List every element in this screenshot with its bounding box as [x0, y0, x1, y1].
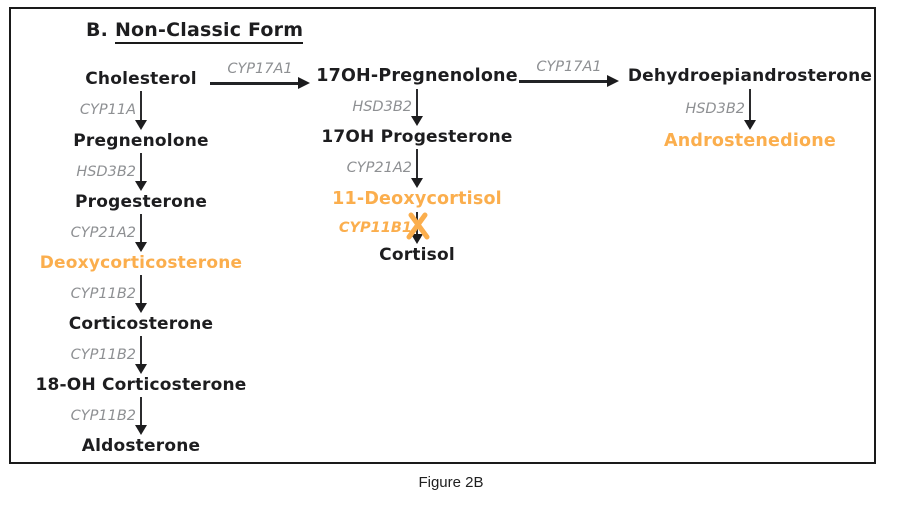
arrow-down-head	[135, 303, 147, 313]
arrow-down-head	[135, 120, 147, 130]
cross-arrow-cyp17a1-1: CYP17A1	[210, 60, 310, 95]
enzyme-label: CYP17A1	[536, 59, 602, 75]
enzyme-label: HSD3B2	[352, 99, 412, 115]
left-pathway-column: Cholesterol CYP11A Pregnenolone HSD3B2 P…	[0, 68, 291, 457]
diagram-border-box	[9, 7, 876, 464]
arrow-down-line	[416, 149, 418, 179]
node-17oh-progesterone: 17OH Progesterone	[321, 127, 513, 147]
arrow-right	[210, 76, 310, 95]
right-pathway-column: Dehydroepiandrosterone HSD3B2 Androstene…	[600, 65, 900, 153]
arrow-down-line	[140, 336, 142, 365]
enzyme-label: CYP11B2	[70, 346, 136, 363]
arrow-down-head	[135, 364, 147, 374]
panel-title: B. Non-Classic Form	[86, 19, 304, 44]
arrow-down-line	[140, 397, 142, 426]
step-cyp11b2-2: CYP11B2	[0, 335, 291, 374]
arrow-down-head	[135, 181, 147, 191]
blocked-cross-icon	[406, 212, 430, 240]
enzyme-label: CYP11A	[79, 102, 136, 118]
panel-title-text: Non-Classic Form	[114, 19, 304, 44]
enzyme-label: CYP11B2	[70, 407, 136, 424]
node-11-deoxycortisol: 11-Deoxycortisol	[332, 189, 502, 209]
node-cortisol: Cortisol	[379, 245, 455, 265]
arrow-down-head	[135, 242, 147, 252]
arrow-down-head	[411, 178, 423, 188]
arrow-down-head	[411, 234, 423, 244]
step-cyp21a2: CYP21A2	[0, 213, 291, 252]
arrow-down-line	[140, 214, 142, 243]
step-cyp11b1-blocked: CYP11B1	[267, 211, 567, 244]
enzyme-label: HSD3B2	[76, 163, 136, 180]
arrow-down-line	[140, 275, 142, 304]
step-cyp11b2-3: CYP11B2	[0, 396, 291, 435]
arrow-right	[519, 74, 619, 93]
enzyme-label: CYP17A1	[227, 61, 293, 77]
arrow-down-line	[416, 89, 418, 117]
enzyme-label: CYP11B1	[338, 219, 412, 236]
enzyme-label: CYP21A2	[70, 224, 136, 241]
cross-arrow-cyp17a1-2: CYP17A1	[519, 58, 619, 93]
arrow-down-line	[749, 89, 751, 121]
node-18oh-corticosterone: 18-OH Corticosterone	[35, 375, 247, 395]
figure-caption: Figure 2B	[418, 474, 484, 491]
step-cyp11a: CYP11A	[0, 90, 291, 130]
node-cholesterol: Cholesterol	[85, 69, 197, 89]
arrow-right-head	[298, 76, 310, 89]
enzyme-label: HSD3B2	[685, 101, 745, 117]
step-hsd3b2: HSD3B2	[267, 88, 567, 126]
arrow-right-line	[519, 80, 610, 83]
node-pregnenolone: Pregnenolone	[73, 131, 209, 151]
arrow-down-head	[135, 425, 147, 435]
arrow-down-head	[744, 120, 756, 130]
step-cyp11b2-1: CYP11B2	[0, 274, 291, 313]
node-aldosterone: Aldosterone	[81, 436, 201, 456]
enzyme-label: CYP11B2	[70, 285, 136, 302]
arrow-down-head	[411, 116, 423, 126]
node-dehydroepiandrosterone: Dehydroepiandrosterone	[627, 66, 873, 86]
arrow-down-line	[140, 153, 142, 182]
node-deoxycorticosterone: Deoxycorticosterone	[39, 253, 243, 273]
arrow-right-head	[607, 74, 619, 87]
arrow-right-line	[210, 82, 301, 85]
node-corticosterone: Corticosterone	[68, 314, 214, 334]
node-androstenedione: Androstenedione	[663, 131, 837, 151]
panel-letter: B.	[86, 19, 109, 41]
step-hsd3b2: HSD3B2	[600, 88, 900, 130]
middle-pathway-column: 17OH-Pregnenolone HSD3B2 17OH Progestero…	[267, 65, 567, 266]
node-progesterone: Progesterone	[74, 192, 208, 212]
arrow-down-line	[140, 91, 142, 121]
step-hsd3b2: HSD3B2	[0, 152, 291, 191]
node-17oh-pregnenolone: 17OH-Pregnenolone	[316, 66, 518, 86]
enzyme-label: CYP21A2	[346, 160, 412, 176]
step-cyp21a2: CYP21A2	[267, 148, 567, 188]
